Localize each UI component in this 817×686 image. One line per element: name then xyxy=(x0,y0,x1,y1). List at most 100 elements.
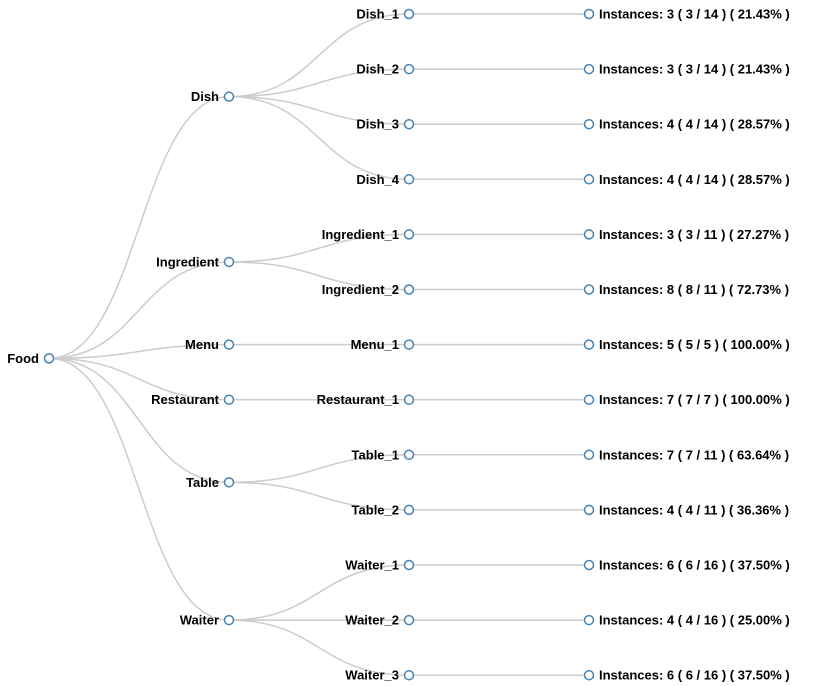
link-dish_1 xyxy=(228,13,410,98)
node-label: Instances: 7 ( 7 / 7 ) ( 100.00% ) xyxy=(599,392,790,407)
node-restaurant_1[interactable]: Restaurant_1 xyxy=(317,392,415,407)
link-table_2 xyxy=(228,481,410,511)
node-waiter_1-instances[interactable]: Instances: 6 ( 6 / 16 ) ( 37.50% ) xyxy=(583,558,790,573)
node-label: Instances: 6 ( 6 / 16 ) ( 37.50% ) xyxy=(599,558,790,573)
node-circle[interactable] xyxy=(403,8,415,20)
node-dish_3[interactable]: Dish_3 xyxy=(356,117,415,132)
node-dish_2[interactable]: Dish_2 xyxy=(356,62,415,77)
node-ingredient[interactable]: Ingredient xyxy=(156,254,235,269)
node-circle[interactable] xyxy=(403,449,415,461)
node-circle[interactable] xyxy=(583,614,595,626)
link-ingredient_2 xyxy=(228,261,410,291)
node-waiter[interactable]: Waiter xyxy=(180,613,235,628)
link-ingredient_1 xyxy=(228,233,410,263)
node-table_2[interactable]: Table_2 xyxy=(352,502,415,517)
node-label: Ingredient_2 xyxy=(322,282,399,297)
node-label: Food xyxy=(7,351,39,366)
node-circle[interactable] xyxy=(583,394,595,405)
link-dish_3 xyxy=(228,95,410,125)
node-circle[interactable] xyxy=(583,8,595,20)
link-waiter_3 xyxy=(228,619,410,676)
node-label: Restaurant xyxy=(151,392,220,407)
node-circle[interactable] xyxy=(223,477,235,488)
node-circle[interactable] xyxy=(403,614,415,626)
node-circle[interactable] xyxy=(43,353,55,364)
node-circle[interactable] xyxy=(223,339,235,350)
node-table_1[interactable]: Table_1 xyxy=(352,447,415,462)
node-table_2-instances[interactable]: Instances: 4 ( 4 / 11 ) ( 36.36% ) xyxy=(583,502,790,517)
node-label: Table_2 xyxy=(352,502,399,517)
node-dish[interactable]: Dish xyxy=(191,89,235,104)
node-label: Menu_1 xyxy=(351,337,399,352)
node-circle[interactable] xyxy=(583,174,595,185)
node-label: Ingredient_1 xyxy=(322,227,399,242)
node-circle[interactable] xyxy=(583,559,595,571)
tree-links xyxy=(48,13,589,676)
node-waiter_1[interactable]: Waiter_1 xyxy=(345,558,415,573)
node-circle[interactable] xyxy=(403,504,415,516)
node-waiter_3[interactable]: Waiter_3 xyxy=(345,668,415,683)
node-dish_1-instances[interactable]: Instances: 3 ( 3 / 14 ) ( 21.43% ) xyxy=(583,7,790,22)
node-circle[interactable] xyxy=(223,394,235,405)
node-label: Instances: 6 ( 6 / 16 ) ( 37.50% ) xyxy=(599,668,790,683)
node-dish_4-instances[interactable]: Instances: 4 ( 4 / 14 ) ( 28.57% ) xyxy=(583,172,790,187)
node-ingredient_2-instances[interactable]: Instances: 8 ( 8 / 11 ) ( 72.73% ) xyxy=(583,282,790,297)
node-circle[interactable] xyxy=(403,339,415,350)
node-menu_1[interactable]: Menu_1 xyxy=(351,337,415,352)
node-circle[interactable] xyxy=(583,669,595,681)
node-ingredient_1-instances[interactable]: Instances: 3 ( 3 / 11 ) ( 27.27% ) xyxy=(583,227,790,242)
link-dish_2 xyxy=(228,68,410,98)
node-dish_2-instances[interactable]: Instances: 3 ( 3 / 14 ) ( 21.43% ) xyxy=(583,62,790,77)
link-waiter_1 xyxy=(228,564,410,621)
node-table_1-instances[interactable]: Instances: 7 ( 7 / 11 ) ( 63.64% ) xyxy=(583,447,790,462)
node-table[interactable]: Table xyxy=(186,475,235,490)
node-label: Instances: 8 ( 8 / 11 ) ( 72.73% ) xyxy=(599,282,789,297)
link-food-dish xyxy=(48,95,230,360)
node-ingredient_2[interactable]: Ingredient_2 xyxy=(322,282,415,297)
node-circle[interactable] xyxy=(403,669,415,681)
node-circle[interactable] xyxy=(403,118,415,130)
node-circle[interactable] xyxy=(223,614,235,626)
node-circle[interactable] xyxy=(223,91,235,102)
node-circle[interactable] xyxy=(583,229,595,240)
node-label: Menu xyxy=(185,337,219,352)
node-label: Waiter_2 xyxy=(345,613,399,628)
node-waiter_3-instances[interactable]: Instances: 6 ( 6 / 16 ) ( 37.50% ) xyxy=(583,668,790,683)
node-restaurant[interactable]: Restaurant xyxy=(151,392,235,407)
node-label: Instances: 4 ( 4 / 14 ) ( 28.57% ) xyxy=(599,172,790,187)
node-dish_1[interactable]: Dish_1 xyxy=(356,7,415,22)
node-ingredient_1[interactable]: Ingredient_1 xyxy=(322,227,415,242)
node-circle[interactable] xyxy=(583,284,595,295)
node-label: Dish_4 xyxy=(356,172,399,187)
node-menu_1-instances[interactable]: Instances: 5 ( 5 / 5 ) ( 100.00% ) xyxy=(583,337,790,352)
node-circle[interactable] xyxy=(223,256,235,268)
node-circle[interactable] xyxy=(403,174,415,185)
node-circle[interactable] xyxy=(583,504,595,516)
node-circle[interactable] xyxy=(583,449,595,461)
link-food-waiter xyxy=(48,357,230,621)
node-circle[interactable] xyxy=(583,118,595,130)
node-waiter_2[interactable]: Waiter_2 xyxy=(345,613,415,628)
node-circle[interactable] xyxy=(403,559,415,571)
node-label: Ingredient xyxy=(156,254,220,269)
node-circle[interactable] xyxy=(403,229,415,240)
node-dish_4[interactable]: Dish_4 xyxy=(356,172,415,187)
node-label: Dish xyxy=(191,89,219,104)
node-circle[interactable] xyxy=(403,394,415,405)
node-circle[interactable] xyxy=(403,284,415,295)
node-label: Table xyxy=(186,475,219,490)
node-circle[interactable] xyxy=(403,63,415,75)
node-waiter_2-instances[interactable]: Instances: 4 ( 4 / 16 ) ( 25.00% ) xyxy=(583,613,790,628)
link-table_1 xyxy=(228,454,410,484)
node-label: Instances: 3 ( 3 / 11 ) ( 27.27% ) xyxy=(599,227,789,242)
node-food[interactable]: Food xyxy=(7,351,55,366)
node-label: Instances: 4 ( 4 / 11 ) ( 36.36% ) xyxy=(599,502,789,517)
node-circle[interactable] xyxy=(583,63,595,75)
node-dish_3-instances[interactable]: Instances: 4 ( 4 / 14 ) ( 28.57% ) xyxy=(583,117,790,132)
node-restaurant_1-instances[interactable]: Instances: 7 ( 7 / 7 ) ( 100.00% ) xyxy=(583,392,790,407)
node-circle[interactable] xyxy=(583,339,595,350)
node-label: Instances: 7 ( 7 / 11 ) ( 63.64% ) xyxy=(599,447,789,462)
node-menu[interactable]: Menu xyxy=(185,337,235,352)
node-label: Instances: 3 ( 3 / 14 ) ( 21.43% ) xyxy=(599,62,790,77)
